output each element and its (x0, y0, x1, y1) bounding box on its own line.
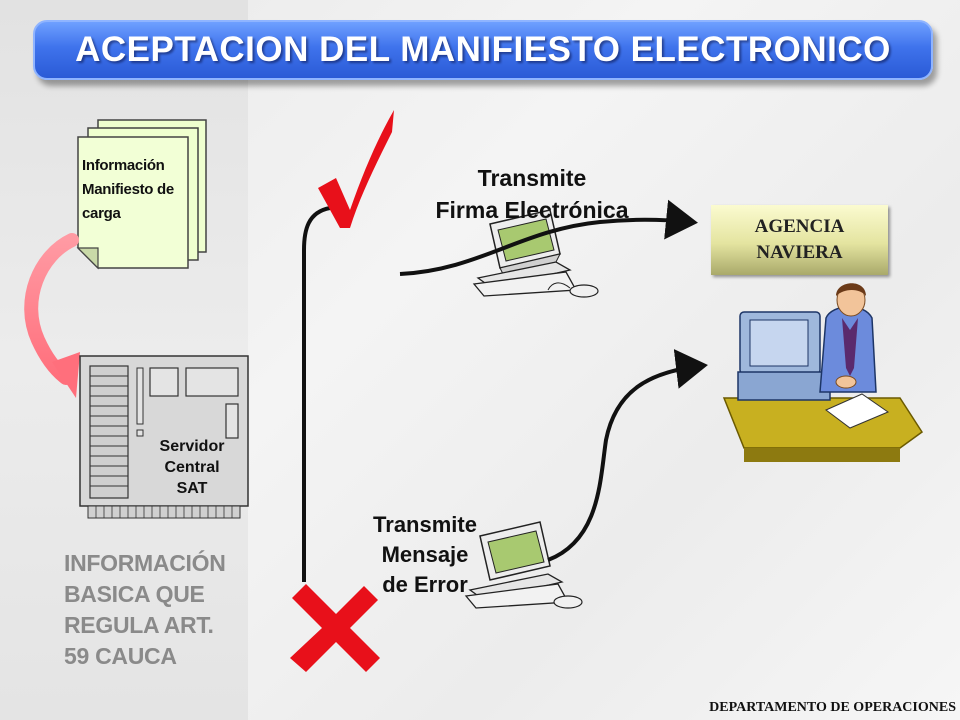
document-label-line: carga (82, 205, 121, 222)
computer-bottom-icon (464, 521, 583, 609)
transmit-error-line: Transmite (373, 512, 477, 537)
signature-arrow (399, 199, 698, 276)
cycle-arrow-icon (24, 233, 80, 398)
document-label-line: Manifiesto de (82, 181, 174, 198)
server-label-line: SAT (176, 480, 208, 497)
error-arrow (547, 349, 708, 562)
slide-title: ACEPTACION DEL MANIFIESTO ELECTRONICO (75, 30, 891, 69)
transmit-error-line: Mensaje (381, 542, 469, 567)
server-label-line: Servidor (159, 438, 225, 455)
transmit-signature-line: Firma Electrónica (435, 197, 629, 223)
check-mark-icon (318, 110, 394, 228)
title-banner: ACEPTACION DEL MANIFIESTO ELECTRONICO (33, 20, 933, 80)
transmit-error-label: Transmite Mensaje de Error (350, 510, 500, 600)
basic-info-note: INFORMACIÓN BASICA QUE REGULA ART. 59 CA… (64, 548, 254, 672)
server-label: Servidor Central SAT (140, 436, 244, 499)
basic-info-line: REGULA ART. (64, 612, 214, 638)
footer-department: DEPARTAMENTO DE OPERACIONES (709, 700, 956, 715)
basic-info-line: 59 CAUCA (64, 643, 177, 669)
document-stack-icon (76, 119, 207, 270)
decision-branch-line (302, 206, 331, 582)
agency-label-line: AGENCIA (754, 216, 845, 237)
server-icon (79, 355, 249, 519)
agency-clerk-icon (722, 283, 924, 462)
server-label-line: Central (164, 459, 220, 476)
transmit-signature-line: Transmite (477, 165, 587, 191)
transmit-error-line: de Error (382, 572, 468, 597)
transmit-signature-label: Transmite Firma Electrónica (404, 162, 660, 226)
document-label: Información Manifiesto de carga (82, 154, 198, 226)
basic-info-line: INFORMACIÓN (64, 550, 226, 576)
agency-box: AGENCIA NAVIERA (711, 205, 888, 275)
basic-info-line: BASICA QUE (64, 581, 205, 607)
cross-mark-icon (290, 584, 380, 672)
agency-label-line: NAVIERA (756, 242, 843, 263)
document-label-line: Información (82, 157, 165, 174)
